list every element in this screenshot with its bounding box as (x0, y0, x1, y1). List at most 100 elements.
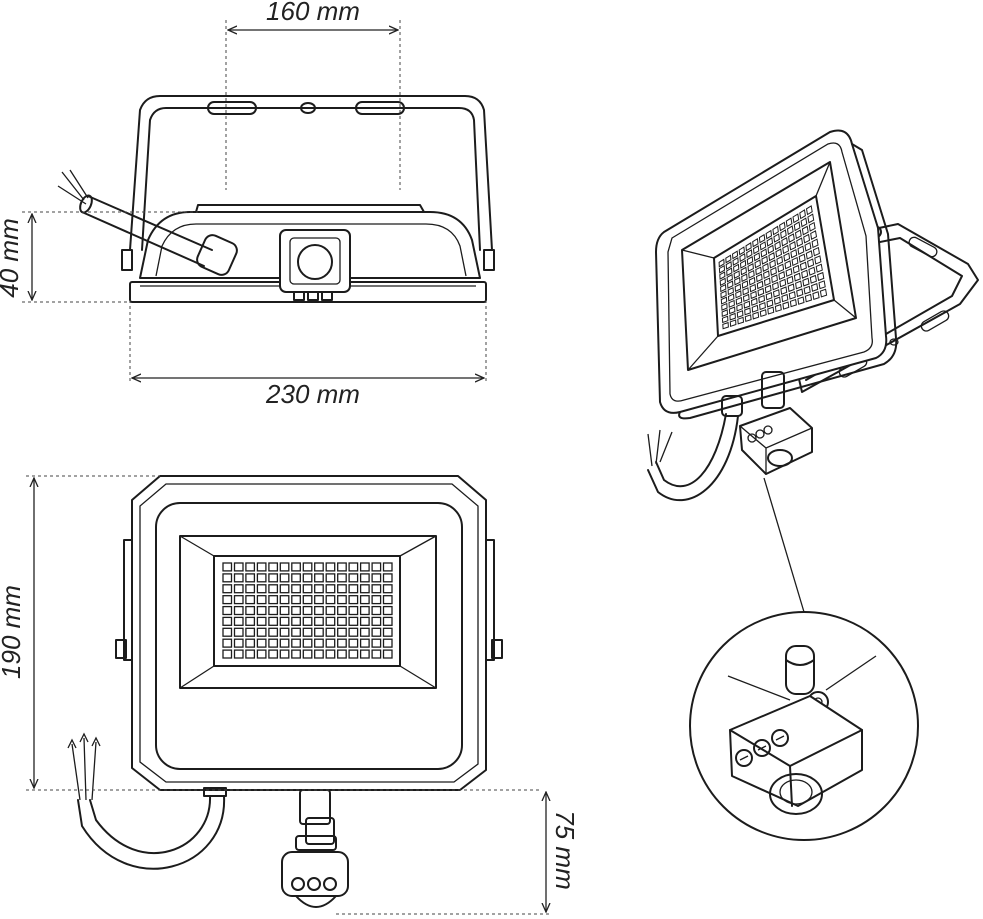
led-chip (291, 562, 301, 572)
led-chip (758, 233, 766, 244)
led-chip (291, 584, 301, 594)
led-chip (371, 573, 382, 583)
led-chip (268, 649, 279, 659)
dimension-label-160: 160 mm (266, 0, 360, 26)
led-chip (256, 616, 267, 626)
led-chip (779, 278, 787, 288)
led-chip (233, 638, 244, 648)
top-view: 160 mm (0, 0, 495, 409)
led-chip (787, 283, 795, 293)
led-chip (359, 573, 370, 583)
led-chip (786, 275, 794, 285)
led-chip (256, 627, 267, 637)
led-chip (763, 270, 770, 280)
led-chip (766, 299, 774, 308)
led-chip (337, 638, 347, 648)
led-chip (337, 616, 347, 626)
led-chip (371, 638, 382, 648)
led-chip (371, 584, 382, 594)
led-chip (785, 217, 793, 228)
led-chip (748, 276, 756, 286)
led-chip (774, 240, 781, 251)
led-chip (749, 283, 757, 293)
led-chip (302, 627, 313, 637)
led-chip (725, 254, 732, 264)
led-chip (785, 267, 793, 277)
led-chip (245, 584, 256, 594)
led-chip (737, 316, 745, 325)
led-chip (382, 573, 393, 583)
led-chip (754, 259, 761, 269)
led-chip (337, 562, 347, 572)
led-chip (720, 296, 728, 305)
led-chip (729, 319, 737, 327)
led-chip (233, 595, 244, 605)
led-chip (222, 595, 233, 605)
led-chip (233, 573, 244, 583)
led-chip (291, 627, 301, 637)
dimension-label-230: 230 mm (265, 379, 360, 409)
led-chip (268, 627, 279, 637)
iso-led-grid (718, 205, 828, 330)
led-chip (302, 562, 313, 572)
led-chip (222, 573, 233, 583)
led-chip (795, 280, 803, 290)
led-chip (777, 263, 785, 273)
led-chip (766, 237, 774, 247)
led-chip (291, 649, 301, 659)
led-chip (788, 291, 796, 300)
led-chip (774, 303, 782, 313)
led-chip (245, 616, 256, 626)
led-chip (798, 253, 806, 263)
led-chip (382, 649, 393, 659)
side-knob-left (115, 639, 127, 659)
led-chip (359, 627, 370, 637)
led-chip (788, 233, 795, 243)
dimension-230: 230 mm (129, 300, 487, 409)
side-knob-right (491, 639, 503, 659)
led-chip (796, 237, 804, 248)
led-chip (291, 638, 301, 648)
led-chip (348, 605, 359, 616)
led-chip (763, 277, 771, 287)
led-chip (773, 296, 781, 305)
led-chip (780, 286, 788, 295)
led-chip (245, 627, 256, 637)
led-chip (796, 288, 804, 298)
led-chip (758, 294, 766, 304)
led-chip (811, 238, 819, 249)
led-chip (738, 246, 745, 256)
led-chip (233, 584, 244, 594)
sensor-detail-callout (689, 477, 919, 841)
led-chip (256, 649, 267, 659)
led-chip (784, 260, 792, 270)
led-chip (814, 255, 822, 265)
led-chip (797, 296, 805, 305)
led-chip (767, 244, 775, 254)
led-chip (734, 283, 742, 292)
led-chip (781, 293, 789, 303)
led-chip (302, 605, 313, 616)
led-chip (348, 562, 359, 572)
led-chip (268, 616, 279, 626)
led-chip (750, 290, 757, 300)
led-chip (359, 605, 370, 616)
led-chip (721, 315, 729, 324)
led-chip (325, 638, 336, 648)
led-chip (759, 309, 767, 318)
led-chip (268, 638, 279, 648)
led-chip (348, 638, 359, 648)
led-chip (337, 584, 347, 594)
led-chip (721, 309, 729, 318)
led-chip (808, 221, 816, 232)
led-chip (233, 649, 244, 659)
led-chip (729, 312, 736, 321)
led-chip (721, 302, 728, 311)
led-chip (800, 217, 808, 228)
led-chip (809, 274, 817, 284)
led-chip (382, 627, 393, 637)
led-chip (726, 267, 733, 277)
led-chip (279, 573, 290, 583)
motion-sensor-top (279, 229, 351, 301)
